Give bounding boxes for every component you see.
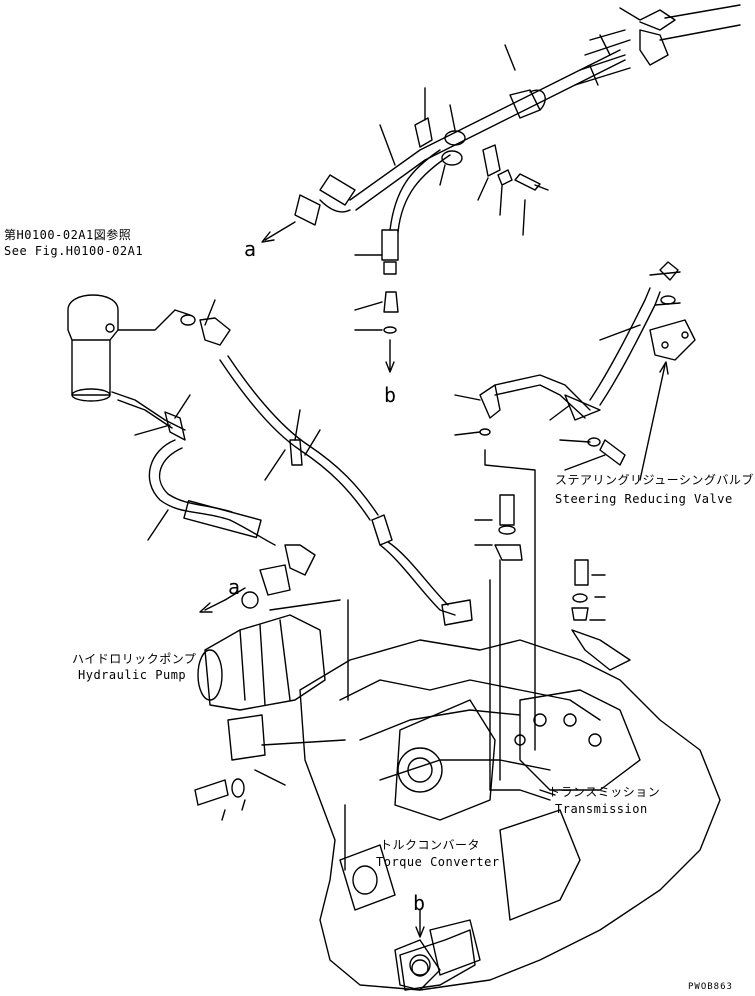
upper-pipe-assembly — [261, 4, 741, 373]
steering-valve-piping — [454, 261, 696, 801]
reference-label-en: See Fig.H0100-02A1 — [4, 244, 144, 258]
hydraulic-pump — [194, 587, 346, 821]
callout-a-lower: a — [228, 575, 241, 599]
steering-valve-label-en: Steering Reducing Valve — [555, 492, 733, 506]
callout-b-lower: b — [413, 891, 426, 915]
hydraulic-pump-label-jp: ハイドロリックポンプ — [72, 652, 197, 666]
drawing-code: PWOB863 — [688, 982, 733, 992]
torque-converter-label-en: Torque Converter — [376, 855, 500, 869]
callout-a-upper: a — [244, 237, 257, 261]
torque-converter-label-jp: トルクコンバータ — [380, 838, 481, 852]
steering-valve-label-jp: ステアリングリジューシングバルブ — [555, 473, 754, 487]
filter-assembly — [67, 294, 231, 441]
transmission-label-jp: トランスミッション — [548, 785, 661, 799]
callout-b-upper: b — [384, 383, 397, 407]
transmission-label-en: Transmission — [555, 802, 648, 816]
hydraulic-pump-label-en: Hydraulic Pump — [78, 668, 187, 682]
middle-hoses — [147, 355, 473, 626]
lower-b-fitting — [399, 909, 476, 991]
transmission-block — [269, 599, 721, 991]
reference-label-jp: 第H0100-02A1図参照 — [4, 228, 132, 242]
